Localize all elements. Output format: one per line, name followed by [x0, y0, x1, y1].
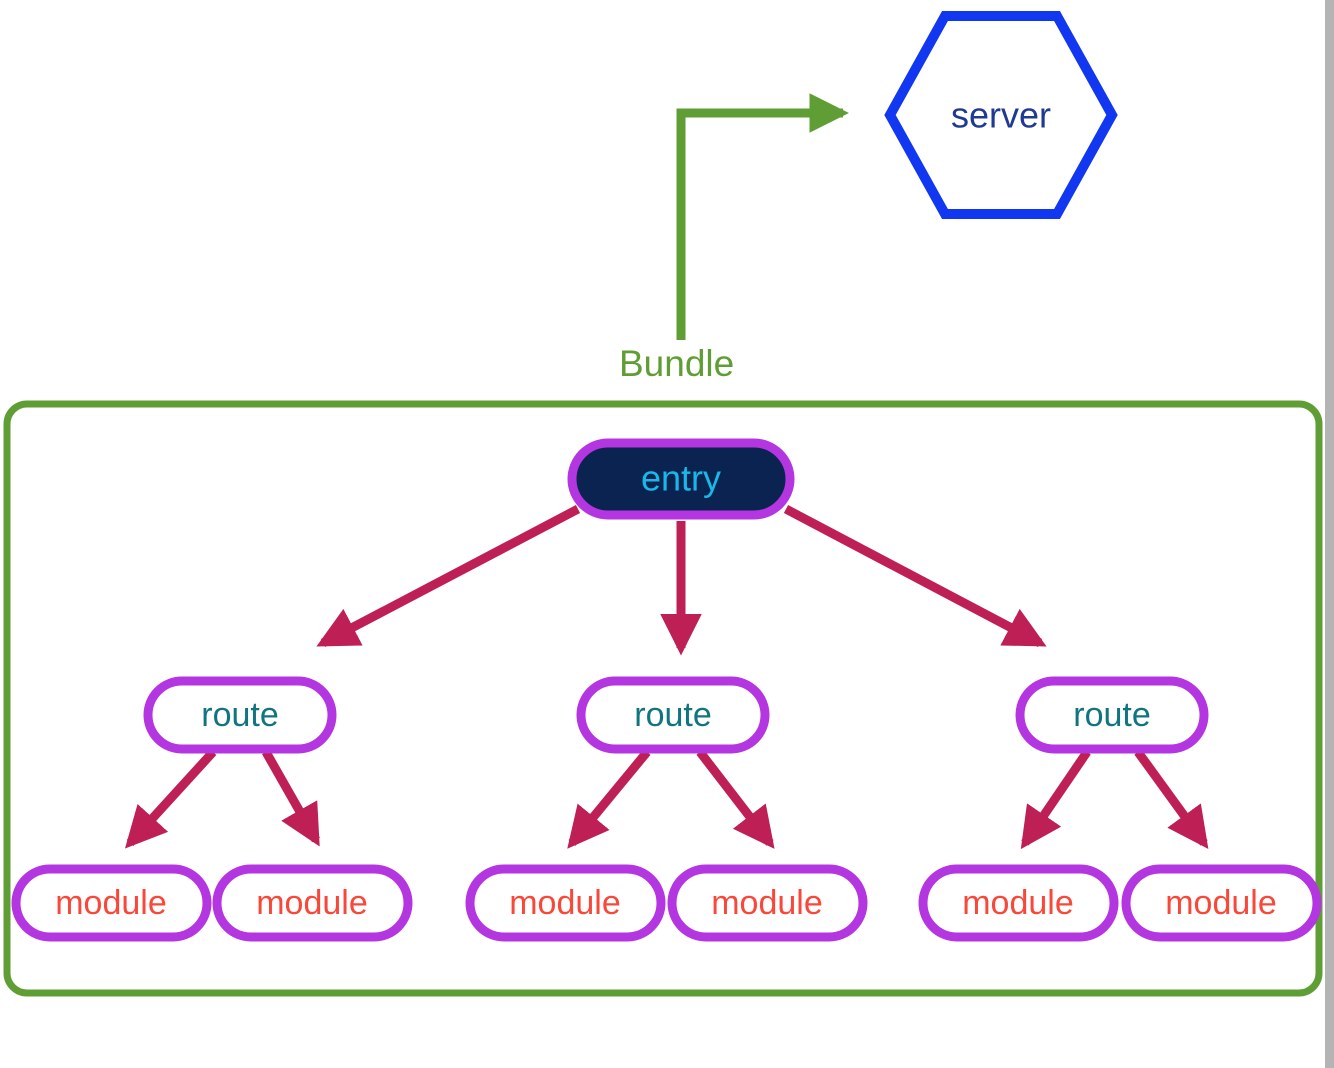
server-hexagon-shape — [884, 11, 1118, 219]
module-node-6-shape — [1121, 864, 1322, 942]
route-node-2-label: route — [634, 696, 712, 734]
module-node-3-label: module — [509, 884, 621, 922]
bundle-label: Bundle — [619, 343, 734, 384]
entry-to-routes-edges — [316, 505, 1047, 656]
edge-entry-to-route-3 — [783, 505, 1047, 647]
route-node-1[interactable]: route — [143, 676, 337, 754]
module-node-2-label: module — [256, 884, 368, 922]
module-node-4[interactable]: module — [667, 864, 868, 942]
module-node-6-label: module — [1165, 884, 1277, 922]
module-node-3-shape — [465, 864, 666, 942]
module-node-5-shape — [918, 864, 1119, 942]
module-node-4-shape — [667, 864, 868, 942]
route-1-to-modules-edges — [124, 748, 320, 849]
entry-node-shape — [567, 438, 795, 520]
module-node-1-label: module — [55, 884, 167, 922]
route-node-3[interactable]: route — [1015, 676, 1209, 754]
route-node-2-shape — [576, 676, 770, 754]
route-node-1-shape — [143, 676, 337, 754]
module-node-2[interactable]: module — [212, 864, 413, 942]
entry-node-label: entry — [641, 458, 721, 499]
edge-entry-to-route-1 — [316, 505, 581, 647]
route-3-to-modules-edges — [1020, 749, 1209, 850]
edge-route-2-to-module-4 — [696, 749, 775, 849]
route-node-3-label: route — [1073, 696, 1151, 734]
edge-route-3-to-module-5 — [1020, 749, 1091, 850]
server-node-label: server — [951, 95, 1051, 136]
module-node-4-label: module — [711, 884, 823, 922]
module-node-5[interactable]: module — [918, 864, 1119, 942]
module-node-1[interactable]: module — [11, 864, 212, 942]
edge-route-2-to-module-3 — [567, 749, 651, 849]
route-2-to-modules-edges — [567, 749, 775, 849]
edge-route-1-to-module-1 — [124, 748, 217, 849]
module-node-1-shape — [11, 864, 212, 942]
edge-route-1-to-module-2 — [262, 749, 320, 847]
module-node-5-label: module — [962, 884, 1074, 922]
entry-node[interactable]: entry — [567, 438, 795, 520]
vertical-scrollbar[interactable] — [1325, 0, 1334, 1068]
route-node-1-label: route — [201, 696, 279, 734]
bundle-to-server-connector — [676, 93, 849, 340]
module-node-2-shape — [212, 864, 413, 942]
route-node-2[interactable]: route — [576, 676, 770, 754]
module-node-6[interactable]: module — [1121, 864, 1322, 942]
bundle-to-server-arrow — [676, 93, 849, 340]
module-node-3[interactable]: module — [465, 864, 666, 942]
edge-route-3-to-module-6 — [1134, 749, 1209, 850]
route-node-3-shape — [1015, 676, 1209, 754]
server-node[interactable]: server — [884, 11, 1118, 219]
